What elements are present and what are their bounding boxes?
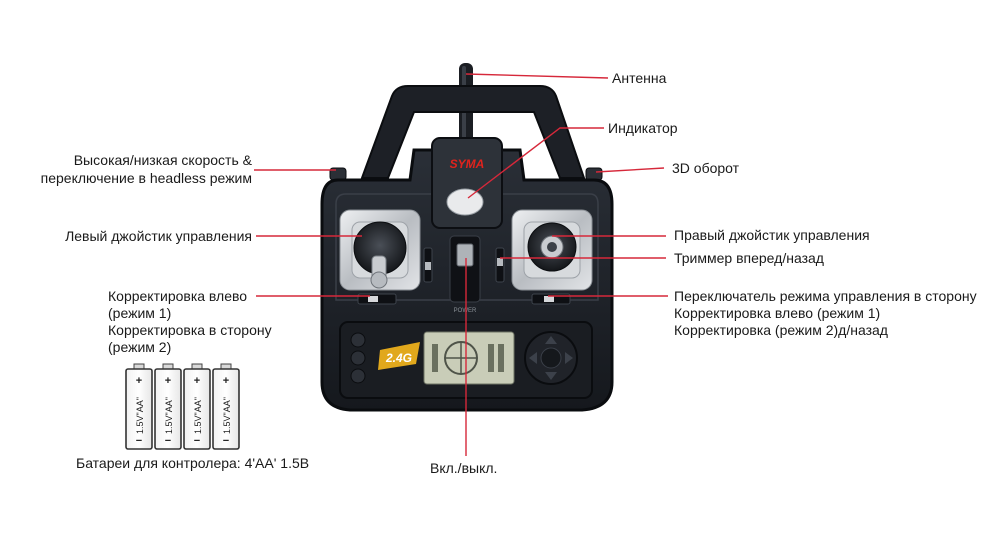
lcd-display bbox=[423, 331, 515, 385]
power-switch[interactable]: POWER bbox=[449, 235, 481, 314]
carry-handle bbox=[360, 85, 586, 179]
band-badge: 2.4G bbox=[378, 342, 420, 370]
label-speed-headless-2: переключение в headless режим bbox=[40, 170, 252, 186]
battery-plus: + bbox=[223, 375, 229, 387]
battery-minus: − bbox=[194, 435, 200, 447]
label-speed-headless-1: Высокая/низкая скорость & bbox=[73, 152, 252, 168]
brand-logo: SYMA bbox=[450, 157, 485, 171]
label-indicator: Индикатор bbox=[608, 120, 678, 136]
label-batteries: Батареи для контролера: 4'AA' 1.5В bbox=[76, 455, 310, 471]
rotation-3d-button[interactable] bbox=[585, 167, 603, 181]
battery-minus: − bbox=[223, 435, 229, 447]
label-left-trim-4: (режим 2) bbox=[108, 339, 172, 355]
leader-antenna bbox=[465, 73, 609, 79]
battery-label: 1.5V"AA" bbox=[164, 397, 174, 434]
left-joystick[interactable] bbox=[339, 209, 421, 291]
battery-plus: + bbox=[165, 375, 171, 387]
label-left-trim-1: Корректировка влево bbox=[108, 288, 248, 304]
battery-label: 1.5V"AA" bbox=[193, 397, 203, 434]
label-rotation-3d: 3D оборот bbox=[672, 160, 740, 176]
battery-minus: − bbox=[165, 435, 171, 447]
battery-minus: − bbox=[136, 435, 142, 447]
battery-plus: + bbox=[194, 375, 200, 387]
label-power: Вкл./выкл. bbox=[430, 460, 498, 476]
indicator-light bbox=[446, 188, 484, 216]
right-joystick[interactable] bbox=[511, 209, 593, 291]
battery: +1.5V"AA"− bbox=[212, 363, 240, 450]
battery: +1.5V"AA"− bbox=[154, 363, 182, 450]
battery-label: 1.5V"AA" bbox=[222, 397, 232, 434]
aux-button-3[interactable] bbox=[350, 368, 366, 384]
battery-plus: + bbox=[136, 375, 142, 387]
leader-lines bbox=[254, 73, 668, 456]
battery-label: 1.5V"AA" bbox=[135, 397, 145, 434]
aux-button-1[interactable] bbox=[350, 332, 366, 348]
label-antenna: Антенна bbox=[612, 70, 667, 86]
label-left-trim-2: (режим 1) bbox=[108, 305, 172, 321]
label-right-stick: Правый джойстик управления bbox=[674, 227, 870, 243]
label-left-trim-3: Корректировка в сторону bbox=[108, 322, 272, 338]
leader-rotation-3d bbox=[595, 167, 665, 173]
left-button-column bbox=[350, 332, 366, 384]
battery: +1.5V"AA"− bbox=[183, 363, 211, 450]
aux-button-2[interactable] bbox=[350, 350, 366, 366]
svg-text:2.4G: 2.4G bbox=[385, 351, 412, 365]
label-trim-fwd-back: Триммер вперед/назад bbox=[674, 250, 824, 266]
dpad[interactable] bbox=[524, 331, 578, 385]
label-right-switch-1: Переключатель режима управления в сторон… bbox=[674, 288, 977, 304]
battery-group: +1.5V"AA"−+1.5V"AA"−+1.5V"AA"−+1.5V"AA"− bbox=[125, 363, 240, 450]
battery: +1.5V"AA"− bbox=[125, 363, 153, 450]
leader-indicator bbox=[467, 127, 604, 199]
label-right-switch-3: Корректировка (режим 2)д/назад bbox=[674, 322, 888, 338]
label-right-switch-2: Корректировка влево (режим 1) bbox=[674, 305, 881, 321]
label-left-stick: Левый джойстик управления bbox=[65, 228, 252, 244]
